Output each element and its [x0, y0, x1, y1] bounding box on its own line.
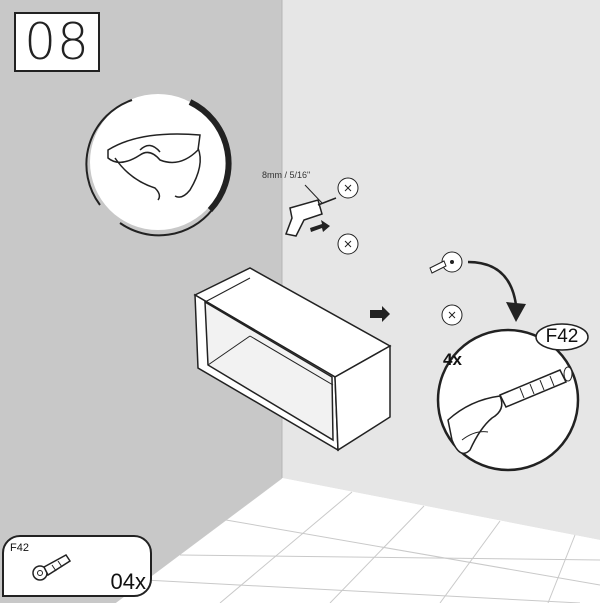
parts-list-quantity: 04x: [111, 569, 146, 595]
detail-quantity-label: 4x: [443, 350, 462, 370]
step-number: 08: [24, 17, 90, 67]
wall-plug-icon: [26, 551, 86, 585]
step-number-box: 08: [14, 12, 100, 72]
part-callout-label: F42: [538, 325, 586, 349]
back-wall: [282, 0, 600, 540]
parts-list-box: F42 04x: [2, 535, 152, 597]
drill-bit-size-label: 8mm / 5/16": [262, 170, 310, 180]
